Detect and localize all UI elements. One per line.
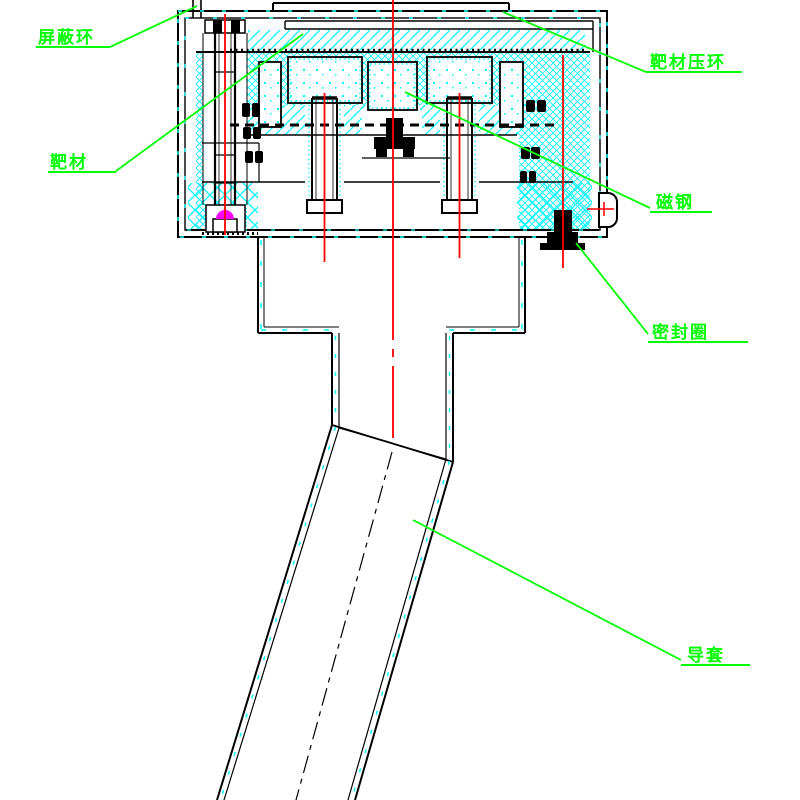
left-clamp-screw <box>204 19 246 233</box>
leader-target-clamp-ring <box>502 11 647 73</box>
leader-seal-ring <box>575 242 649 335</box>
tube-centerline <box>295 451 393 800</box>
centerlines <box>224 0 564 438</box>
oring-seals <box>242 100 546 183</box>
center-bolt <box>374 118 415 157</box>
label-shield-ring: 屏蔽环 <box>38 27 95 48</box>
guide-tube <box>216 333 454 800</box>
callout-labels: 屏蔽环 靶材 靶材压环 磁钢 密封圈 导套 <box>38 27 726 666</box>
label-seal-ring: 密封圈 <box>652 322 709 343</box>
label-target-clamp-ring: 靶材压环 <box>650 52 726 73</box>
leader-magnet-steel <box>404 91 651 209</box>
top-clamp-plate <box>192 0 594 52</box>
magnet-slot-outer-left <box>258 61 282 128</box>
leader-lines <box>36 5 750 666</box>
label-target-material: 靶材 <box>50 152 88 173</box>
leader-guide-sleeve <box>412 519 682 661</box>
label-underlines <box>36 46 750 666</box>
magnet-slot-outer-right <box>499 61 524 128</box>
mounting-ear <box>587 192 618 228</box>
label-guide-sleeve: 导套 <box>687 645 725 666</box>
leader-shield-ring <box>109 5 198 48</box>
leader-target-material <box>115 33 304 172</box>
lower-adapter-block <box>257 237 526 334</box>
label-magnet-steel: 磁钢 <box>656 192 694 213</box>
